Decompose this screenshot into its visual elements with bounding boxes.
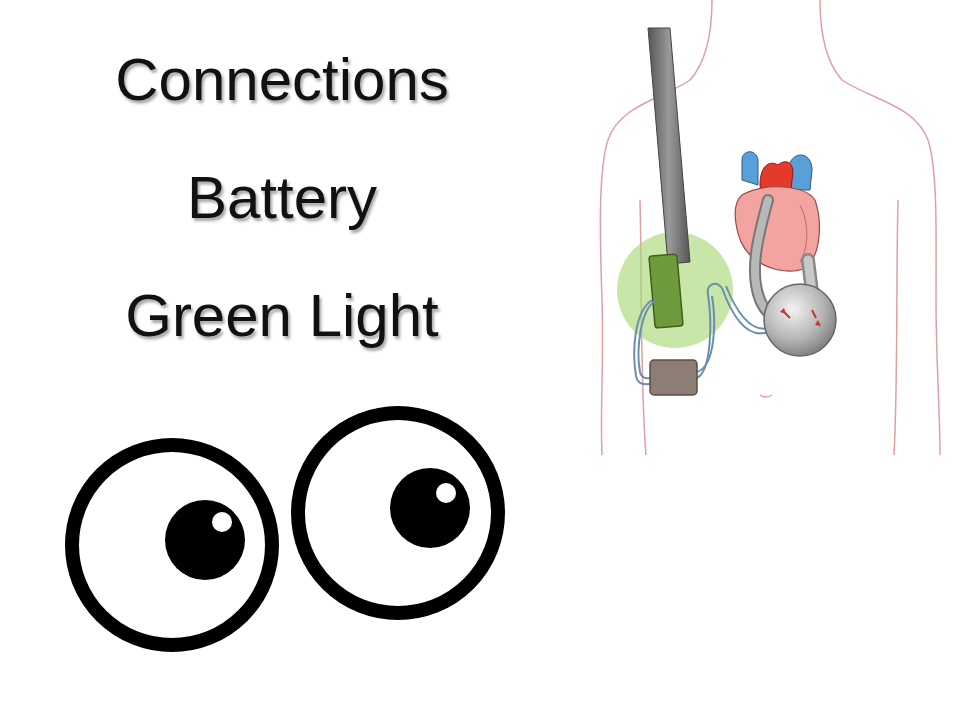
slide-heading-line: Battery xyxy=(187,165,377,231)
shoulder-strap xyxy=(648,28,690,264)
controller-box xyxy=(650,360,697,395)
slide-heading-line: Connections xyxy=(115,47,449,113)
googly-eyes xyxy=(72,413,498,645)
torso-outline xyxy=(600,0,940,455)
slide-heading-line: Green Light xyxy=(125,283,439,349)
battery-pack xyxy=(649,254,683,328)
lvad-pump xyxy=(764,284,836,356)
